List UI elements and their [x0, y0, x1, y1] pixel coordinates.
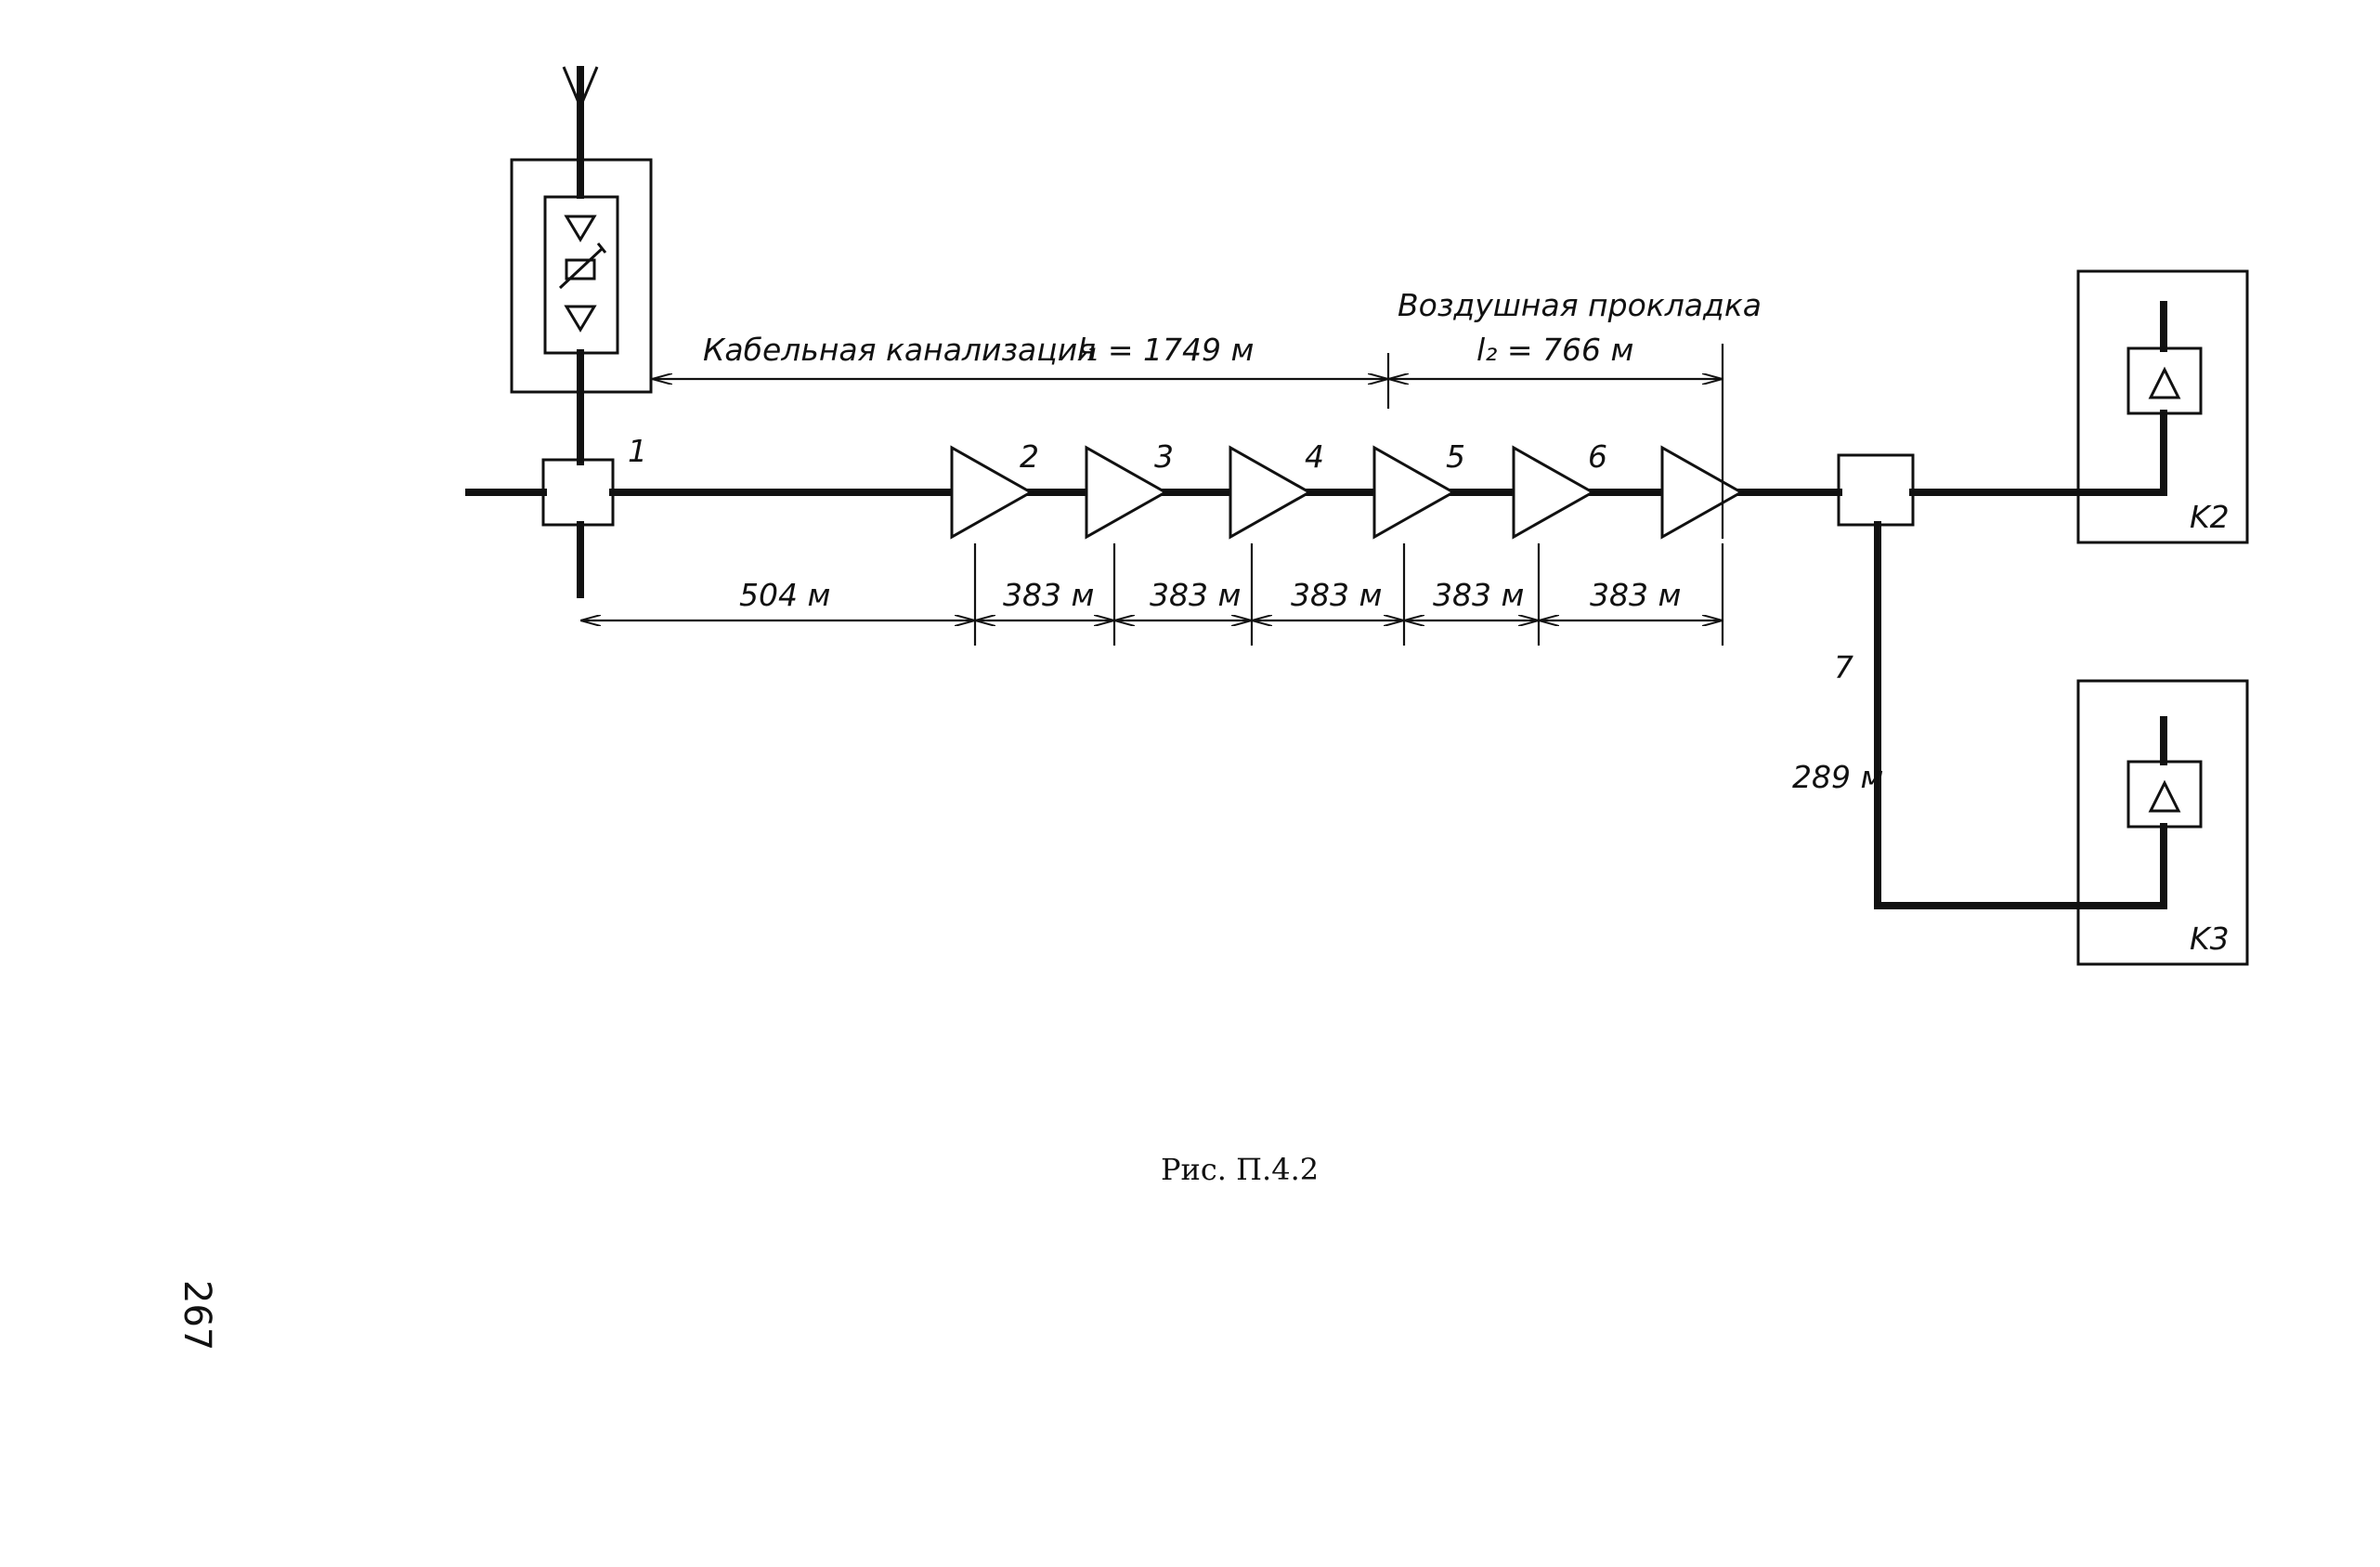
cable-duct-label: Кабельная канализация	[703, 332, 1096, 368]
amplifier-3-label: 3	[1154, 438, 1174, 475]
amplifier-3-icon	[1085, 445, 1169, 540]
amplifier-7-icon	[1660, 445, 1745, 540]
segment-dimensions	[580, 543, 1724, 646]
amplifier-4-icon	[1229, 445, 1313, 540]
node-7-label: 7	[1834, 649, 1853, 686]
amplifier-2-label: 2	[1020, 438, 1039, 475]
segment-383-b-label: 383 м	[1150, 577, 1241, 613]
page-number: 267	[176, 1280, 218, 1352]
head-end-amplifier-icon	[564, 215, 597, 242]
subscriber-k3: K3	[2076, 679, 2249, 966]
segment-289-label: 289 м	[1792, 759, 1883, 795]
head-end-amplifier-icon	[564, 305, 597, 333]
air-laying-label: Воздушная прокладка	[1398, 287, 1762, 323]
amplifier-6-label: 6	[1588, 438, 1607, 475]
segment-383-c-label: 383 м	[1291, 577, 1382, 613]
segment-383-e-label: 383 м	[1590, 577, 1681, 613]
antenna-icon	[562, 66, 599, 199]
segment-504-label: 504 м	[739, 577, 830, 613]
node-1-label: 1	[628, 433, 647, 469]
segment-383-a-label: 383 м	[1003, 577, 1094, 613]
k2-label: K2	[2190, 499, 2230, 535]
figure-caption: Рис. П.4.2	[1161, 1152, 1320, 1187]
amplifier-2-icon	[950, 445, 1034, 540]
node-7-splitter	[1837, 453, 1915, 527]
k3-label: K3	[2190, 921, 2230, 957]
k2-amplifier-icon	[2148, 366, 2181, 399]
head-end-station	[510, 158, 653, 465]
amplifier-5-label: 5	[1446, 438, 1465, 475]
cable-duct-dimension	[652, 344, 1724, 539]
k3-amplifier-icon	[2148, 779, 2181, 813]
amplifier-6-icon	[1512, 445, 1596, 540]
node-1-splitter	[541, 458, 615, 527]
l1-length-label: l₁ = 1749 м	[1077, 332, 1254, 368]
amplifier-5-icon	[1372, 445, 1457, 540]
subscriber-k2: K2	[2076, 269, 2249, 544]
adjustable-attenuator-icon	[558, 242, 607, 290]
l2-length-label: l₂ = 766 м	[1476, 332, 1633, 368]
segment-383-d-label: 383 м	[1433, 577, 1524, 613]
amplifier-4-label: 4	[1305, 438, 1324, 475]
